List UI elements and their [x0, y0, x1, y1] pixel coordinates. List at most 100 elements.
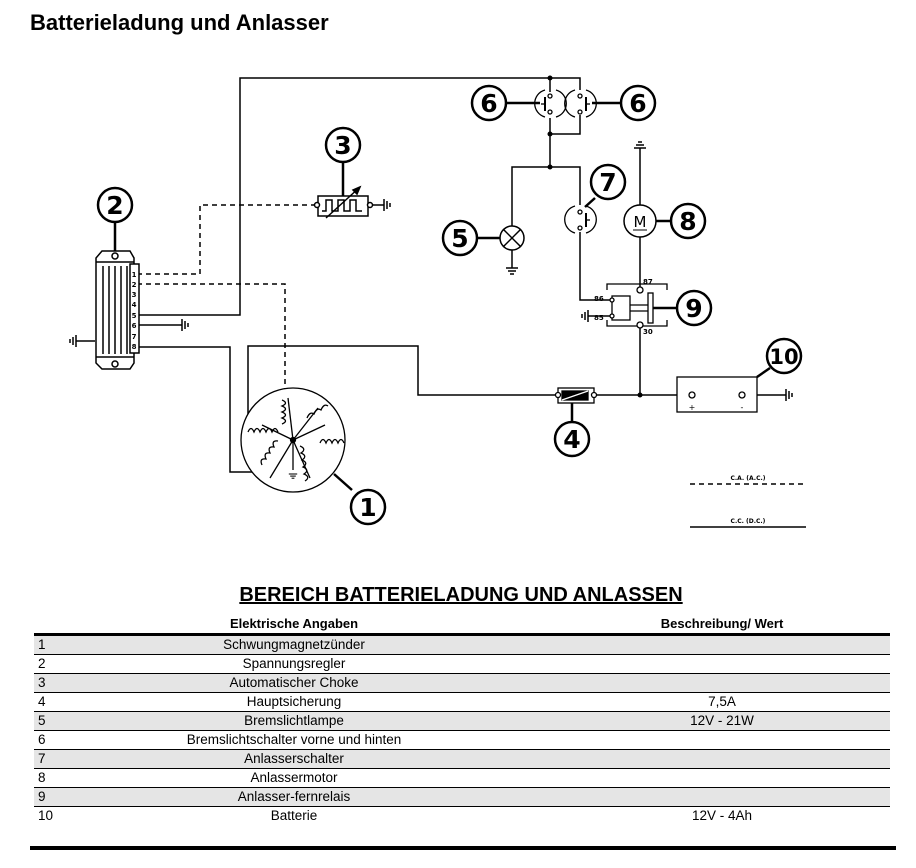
- svg-text:5: 5: [132, 312, 137, 320]
- table-row: 6 Bremslichtschalter vorne und hinten: [34, 731, 890, 750]
- callout-8: 8: [669, 202, 707, 240]
- page-title: Batterieladung und Anlasser: [30, 10, 329, 35]
- svg-text:6: 6: [480, 89, 497, 118]
- row-value: 7,5A: [708, 694, 736, 709]
- callout-3: 3: [324, 126, 362, 164]
- row-number: 3: [38, 675, 46, 690]
- table-row: 10 Batterie 12V - 4Ah: [34, 807, 890, 825]
- row-number: 9: [38, 789, 46, 804]
- header-electrical-data: Elektrische Angaben: [229, 616, 359, 631]
- row-value: 12V - 4Ah: [691, 808, 753, 823]
- svg-text:9: 9: [685, 294, 702, 323]
- junction-dots: [547, 75, 643, 398]
- section-title-text: BEREICH BATTERIELADUNG UND ANLASSEN: [239, 584, 683, 606]
- ground-icon: [633, 141, 647, 149]
- main-fuse: [554, 387, 598, 404]
- svg-text:8: 8: [679, 207, 696, 236]
- callout-5: 5: [441, 219, 479, 257]
- svg-text:5: 5: [451, 224, 468, 253]
- table-row: 2 Spannungsregler: [34, 655, 890, 674]
- svg-text:8: 8: [132, 343, 137, 351]
- svg-text:M: M: [634, 213, 647, 231]
- row-component-name: Spannungsregler: [242, 656, 346, 671]
- row-component-name: Hauptsicherung: [246, 694, 342, 709]
- header-description-value: Beschreibung/ Wert: [660, 616, 784, 631]
- row-number: 4: [38, 694, 46, 709]
- row-number: 7: [38, 751, 46, 766]
- row-component-name: Anlasser-fernrelais: [237, 789, 351, 804]
- row-number: 6: [38, 732, 46, 747]
- callout-markers: 1 2 3 4 5 6 6 7 8 9 10: [96, 84, 803, 526]
- ground-icon: [505, 267, 519, 275]
- svg-text:30: 30: [643, 328, 653, 336]
- table-row: 3 Automatischer Choke: [34, 674, 890, 693]
- svg-text:1: 1: [359, 493, 376, 522]
- ground-icon: [785, 388, 793, 402]
- flywheel-magneto: [240, 387, 346, 493]
- brake-light-switch-front: [534, 89, 567, 118]
- legend-dc-label: C.C. (D.C.): [731, 518, 766, 525]
- row-component-name: Bremslichtschalter vorne und hinten: [186, 732, 402, 747]
- svg-text:1: 1: [132, 271, 137, 279]
- svg-text:7: 7: [132, 333, 137, 341]
- bottom-divider: [30, 846, 896, 850]
- svg-text:86: 86: [594, 295, 604, 303]
- svg-text:87: 87: [643, 278, 653, 286]
- svg-text:2: 2: [106, 191, 123, 220]
- row-component-name: Batterie: [270, 808, 318, 823]
- row-number: 1: [38, 637, 46, 652]
- svg-text:6: 6: [132, 322, 137, 330]
- starter-switch: [564, 205, 597, 234]
- table-row: 1 Schwungmagnetzünder: [34, 636, 890, 655]
- ground-icon: [383, 198, 391, 212]
- ground-icon: [69, 334, 77, 348]
- row-component-name: Anlassermotor: [250, 770, 338, 785]
- row-number: 5: [38, 713, 46, 728]
- row-number: 10: [38, 808, 54, 823]
- svg-text:7: 7: [599, 168, 616, 197]
- svg-text:2: 2: [132, 281, 137, 289]
- callout-9: 9: [675, 289, 713, 327]
- row-component-name: Schwungmagnetzünder: [223, 637, 365, 652]
- battery: + -: [676, 376, 758, 413]
- callout-7: 7: [589, 163, 627, 201]
- components-table: Elektrische Angaben Beschreibung/ Wert 1…: [34, 613, 890, 825]
- table-row: 4 Hauptsicherung 7,5A: [34, 693, 890, 712]
- table-row: 8 Anlassermotor: [34, 769, 890, 788]
- wiring-diagram: 1 2 3 4 5 6 7 8: [69, 75, 806, 528]
- wire-regulator-to-switches: [137, 77, 550, 316]
- svg-text:10: 10: [769, 345, 798, 369]
- svg-text:+: +: [689, 403, 696, 412]
- ac-wires: [137, 204, 314, 394]
- table-row: 7 Anlasserschalter: [34, 750, 890, 769]
- callout-leaders: [113, 101, 771, 491]
- row-component-name: Bremslichtlampe: [244, 713, 344, 728]
- svg-text:4: 4: [132, 301, 137, 309]
- section-title: BEREICH BATTERIELADUNG UND ANLASSEN: [0, 584, 916, 607]
- table-row: 9 Anlasser-fernrelais: [34, 788, 890, 807]
- line-type-legend: C.A. (A.C.) C.C. (D.C.): [690, 475, 806, 528]
- row-component-name: Anlasserschalter: [244, 751, 344, 766]
- ground-icon: [181, 318, 189, 332]
- ground-icon: [581, 309, 589, 323]
- svg-text:85: 85: [594, 314, 604, 322]
- svg-text:3: 3: [334, 131, 351, 160]
- row-component-name: Automatischer Choke: [229, 675, 359, 690]
- table-header: Elektrische Angaben Beschreibung/ Wert: [34, 613, 890, 636]
- callout-6-front: 6: [470, 84, 508, 122]
- svg-text:6: 6: [629, 89, 646, 118]
- callout-2: 2: [96, 186, 134, 224]
- svg-text:-: -: [741, 403, 744, 412]
- callout-4: 4: [553, 420, 591, 458]
- row-number: 8: [38, 770, 46, 785]
- voltage-regulator: [95, 250, 140, 370]
- row-number: 2: [38, 656, 46, 671]
- table-row: 5 Bremslichtlampe 12V - 21W: [34, 712, 890, 731]
- starter-motor: M: [623, 204, 657, 238]
- callout-1: 1: [349, 488, 387, 526]
- relay-pin-labels: 86 85 87 30: [594, 278, 653, 336]
- row-value: 12V - 21W: [690, 713, 754, 728]
- brake-light-switch-rear: [564, 89, 597, 118]
- callout-10: 10: [765, 337, 803, 375]
- regulator-pin-labels: 1 2 3 4 5 6 7 8: [132, 271, 137, 351]
